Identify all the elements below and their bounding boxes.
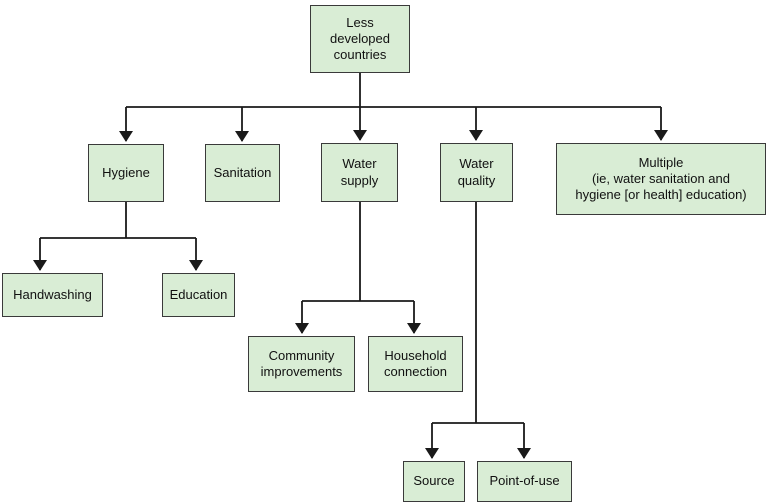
node-multiple: Multiple (ie, water sanitation and hygie… [556, 143, 766, 215]
node-hygiene: Hygiene [88, 144, 164, 202]
node-label: Sanitation [213, 164, 272, 180]
node-label: Hygiene [102, 164, 150, 180]
node-label: Community improvements [260, 347, 343, 379]
node-label: Handwashing [13, 286, 92, 302]
edge-spine-hygiene [40, 202, 196, 239]
edge-spine-water-quality [432, 201, 524, 424]
node-sanitation: Sanitation [205, 144, 280, 202]
node-label: Household connection [384, 347, 447, 379]
node-point-of-use: Point-of-use [477, 461, 572, 502]
node-source: Source [403, 461, 465, 502]
node-label: Source [413, 473, 455, 489]
node-less-developed-countries: Less developed countries [310, 5, 410, 73]
node-education: Education [162, 273, 235, 317]
node-label: Less developed countries [330, 14, 390, 63]
node-handwashing: Handwashing [2, 273, 103, 317]
node-water-quality: Water quality [440, 143, 513, 202]
node-label: Multiple (ie, water sanitation and hygie… [575, 154, 747, 203]
edge-spine-water-supply [302, 201, 414, 302]
node-label: Water quality [457, 156, 496, 188]
node-label: Water supply [340, 156, 379, 188]
node-water-supply: Water supply [321, 143, 398, 202]
node-label: Education [169, 286, 228, 302]
node-community-improvements: Community improvements [248, 336, 355, 392]
node-label: Point-of-use [489, 473, 560, 489]
node-household-connection: Household connection [368, 336, 463, 392]
